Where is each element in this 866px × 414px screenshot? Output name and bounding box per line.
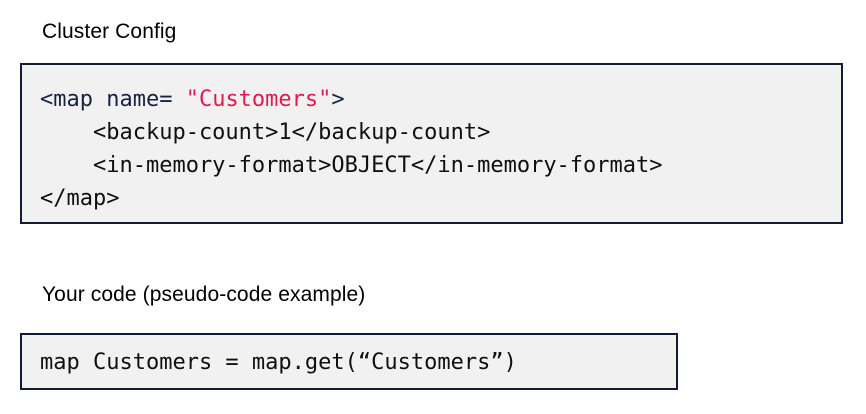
code-token-map-tag-gt: > xyxy=(331,87,345,112)
cluster-config-code-block: <map name= "Customers"> <backup-count>1<… xyxy=(20,63,843,224)
code-line-backup-count: <backup-count>1</backup-count> xyxy=(40,120,491,145)
code-line-in-memory-format: <in-memory-format>OBJECT</in-memory-form… xyxy=(40,153,663,178)
your-code-heading: Your code (pseudo-code example) xyxy=(42,283,366,306)
code-token-map-name-string: "Customers" xyxy=(185,87,332,112)
code-token-map-tag-open: <map name= xyxy=(40,87,186,112)
code-line-map-get: map Customers = map.get(“Customers”) xyxy=(40,350,517,375)
your-code-code-block: map Customers = map.get(“Customers”) xyxy=(20,333,678,390)
code-line-map-open: <map name= "Customers"> xyxy=(40,83,841,116)
code-line-map-close: </map> xyxy=(40,186,120,211)
cluster-config-heading: Cluster Config xyxy=(42,20,177,43)
